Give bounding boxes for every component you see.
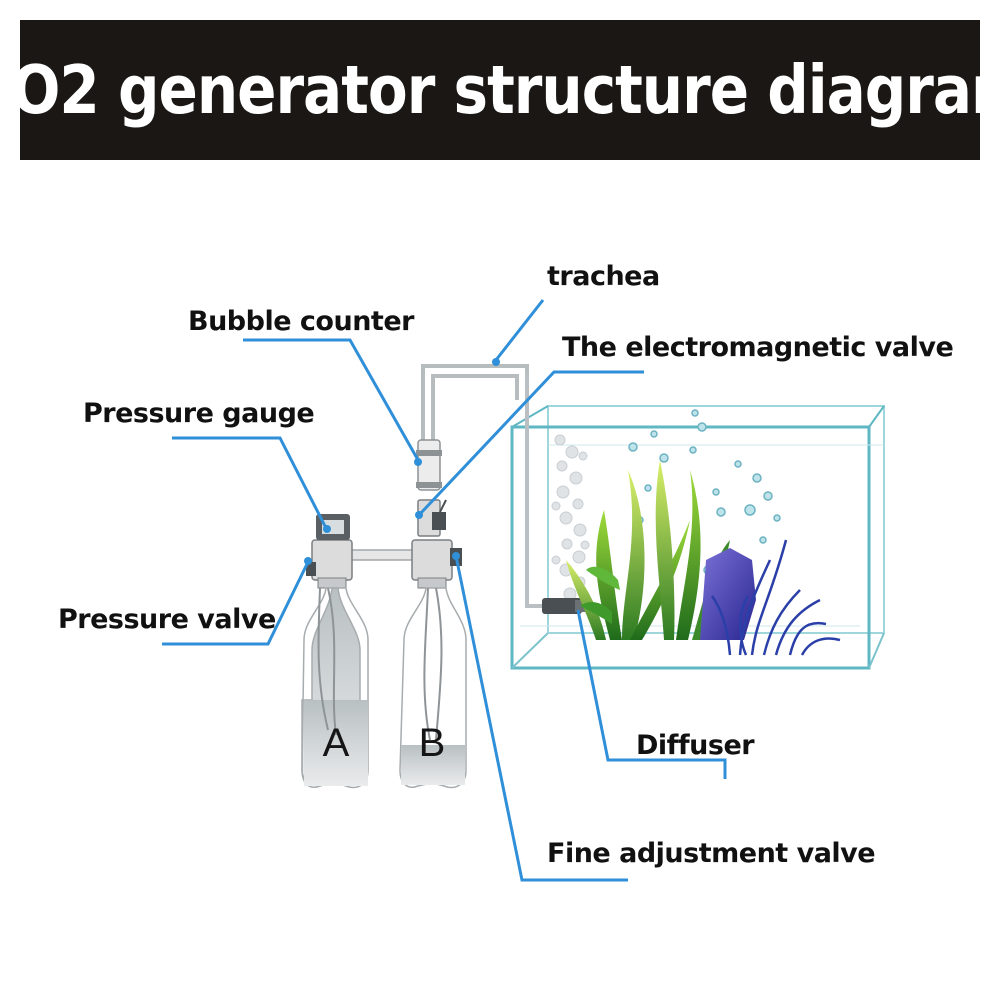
- electromagnetic-valve-device: [417, 499, 447, 537]
- bottle-b-cap: [411, 539, 462, 589]
- leader-diffuser: [576, 609, 727, 779]
- label-electromagnetic-valve: The electromagnetic valve: [562, 332, 953, 363]
- label-pressure-valve: Pressure valve: [58, 604, 276, 635]
- aquarium-plants: [566, 460, 841, 656]
- leader-bubble-counter: [243, 338, 420, 461]
- bottle-b: B: [399, 587, 467, 789]
- leader-pressure-valve: [162, 561, 310, 646]
- leader-trachea: [494, 299, 545, 361]
- connection-hoses: [421, 364, 529, 455]
- label-bubble-counter: Bubble counter: [188, 306, 415, 337]
- bottle-a-letter: A: [323, 721, 350, 765]
- bottle-a-cap: [306, 539, 353, 589]
- bottle-a: A: [301, 587, 369, 789]
- label-fine-adjustment-valve: Fine adjustment valve: [547, 838, 875, 869]
- diagram-title: CO2 generator structure diagram: [0, 50, 1000, 130]
- leader-pressure-gauge: [172, 436, 328, 529]
- title-banner: CO2 generator structure diagram: [0, 20, 1000, 160]
- co2-hose-tank: [525, 372, 543, 608]
- bubble-column: [551, 434, 590, 601]
- label-pressure-gauge: Pressure gauge: [83, 398, 314, 429]
- leader-electromagnetic-valve: [418, 370, 644, 516]
- leader-lines: [162, 299, 727, 882]
- label-trachea: trachea: [547, 261, 660, 292]
- bottle-b-letter: B: [419, 721, 446, 765]
- aquarium-tank: [510, 405, 885, 670]
- floating-bubbles: [628, 409, 781, 575]
- leader-fine-adjustment-valve: [454, 555, 628, 882]
- label-diffuser: Diffuser: [636, 730, 755, 761]
